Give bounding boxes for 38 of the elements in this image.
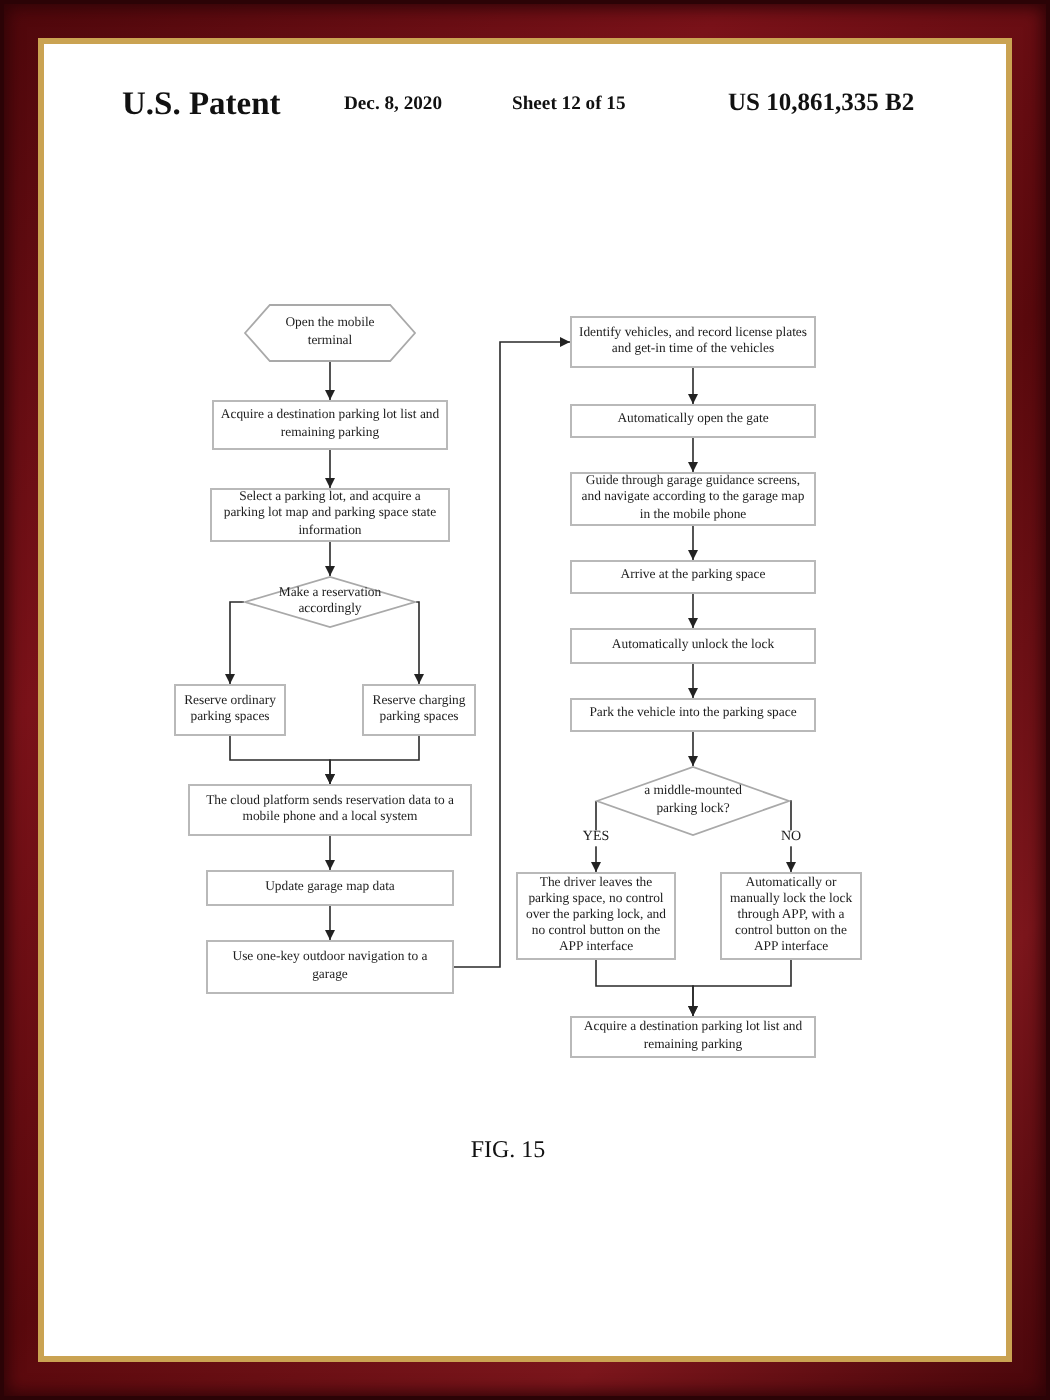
process-box	[206, 940, 454, 994]
header-text: Dec. 8, 2020	[344, 95, 443, 117]
flow-arrow	[414, 601, 424, 685]
header-text: US 10,861,335 B2	[728, 90, 915, 118]
flow-arrow	[325, 905, 335, 941]
flow-arrow	[786, 800, 796, 873]
start-hexagon	[244, 304, 416, 362]
process-box	[570, 316, 816, 368]
flow-arrow	[453, 337, 571, 968]
flow-arrow	[688, 437, 698, 473]
flow-arrow	[688, 663, 698, 699]
process-box	[188, 784, 472, 836]
process-box	[570, 1016, 816, 1058]
flow-arrow	[325, 735, 420, 785]
process-box	[570, 404, 816, 438]
flow-arrow	[688, 731, 698, 767]
process-box	[206, 870, 454, 906]
header-text: Sheet 12 of 15	[512, 95, 626, 117]
flow-arrow	[325, 835, 335, 871]
decision-diamond	[244, 576, 416, 628]
figure-caption: FIG. 15	[470, 1136, 546, 1164]
flow-arrow	[688, 593, 698, 629]
header-text: U.S. Patent	[122, 85, 281, 123]
process-box	[210, 488, 450, 542]
flow-arrow	[688, 525, 698, 561]
process-box	[570, 560, 816, 594]
process-box	[174, 684, 286, 736]
flow-arrow	[688, 367, 698, 405]
flow-arrow	[325, 449, 335, 489]
process-box	[570, 698, 816, 732]
process-box	[212, 400, 448, 450]
flow-arrow	[591, 800, 601, 873]
flow-arrow	[688, 959, 792, 1017]
flow-arrow	[325, 361, 335, 401]
flow-arrow	[225, 601, 245, 685]
process-box	[570, 628, 816, 664]
flow-arrow	[325, 541, 335, 577]
process-box	[362, 684, 476, 736]
